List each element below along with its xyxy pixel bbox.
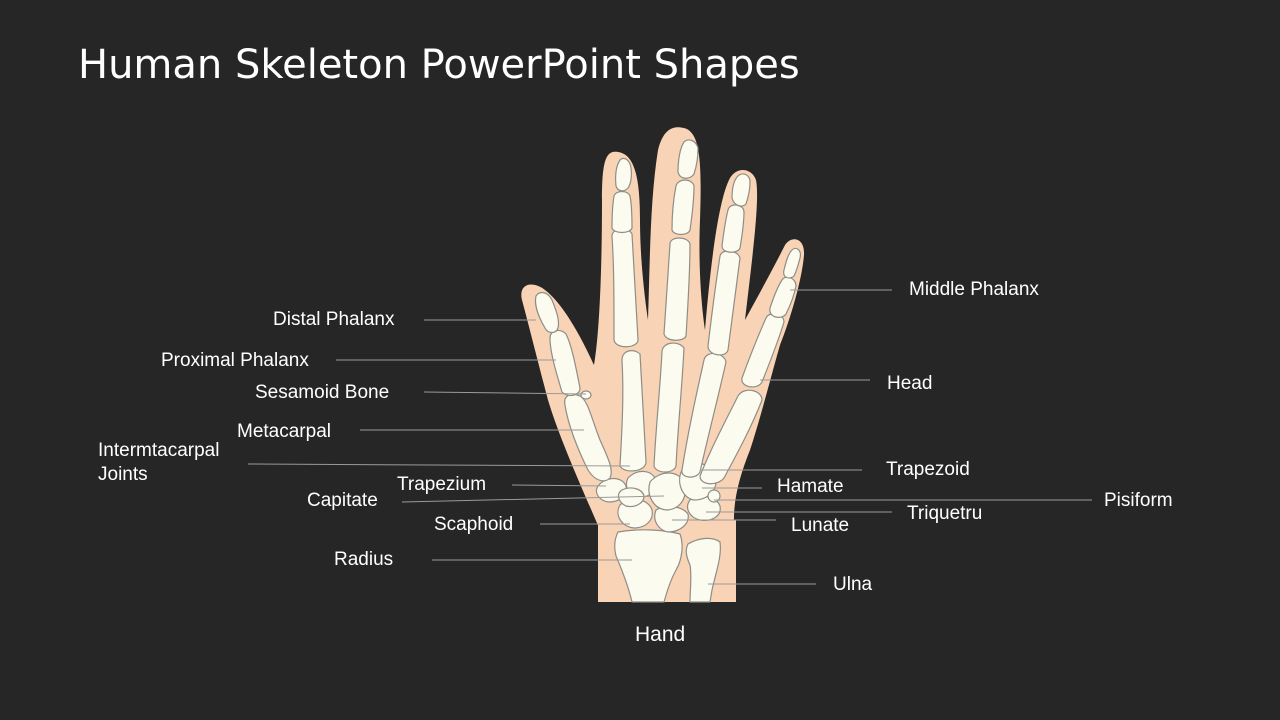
- label-intermetacarpal-line1: Intermtacarpal: [98, 440, 220, 461]
- ring-middle-phalanx: [721, 204, 745, 253]
- middle-distal-phalanx: [677, 139, 699, 179]
- label-sesamoid-bone: Sesamoid Bone: [255, 382, 390, 403]
- thumb-proximal-phalanx: [549, 329, 581, 397]
- index-distal-phalanx: [615, 157, 632, 192]
- label-ulna: Ulna: [833, 574, 873, 595]
- label-head: Head: [887, 373, 933, 394]
- label-intermetacarpal-joints: Intermtacarpal Joints: [98, 439, 219, 487]
- label-distal-phalanx: Distal Phalanx: [273, 309, 395, 330]
- index-middle-phalanx: [611, 190, 633, 234]
- leader-intermetacarpal: [247, 463, 631, 467]
- little-distal-phalanx: [783, 247, 801, 279]
- middle-middle-phalanx: [671, 179, 695, 236]
- index-proximal-phalanx: [611, 228, 639, 348]
- ring-proximal-phalanx: [707, 250, 741, 356]
- leader-lines: [247, 289, 1092, 585]
- label-trapezoid: Trapezoid: [886, 459, 970, 480]
- little-proximal-phalanx: [741, 313, 785, 388]
- capitate-bone: [648, 472, 686, 511]
- ulna-bone: [685, 537, 721, 603]
- label-trapezium: Trapezium: [397, 474, 487, 495]
- middle-metacarpal: [653, 342, 685, 473]
- little-metacarpal: [699, 389, 763, 485]
- label-scaphoid: Scaphoid: [434, 514, 514, 535]
- leader-trapezium: [511, 484, 607, 487]
- label-hamate: Hamate: [777, 476, 844, 497]
- label-middle-phalanx: Middle Phalanx: [909, 279, 1039, 300]
- middle-proximal-phalanx: [663, 237, 691, 341]
- leader-sesamoid-bone: [423, 391, 587, 395]
- sesamoid-bone: [580, 390, 592, 400]
- label-intermetacarpal-line2: Joints: [98, 464, 148, 485]
- thumb-metacarpal: [564, 393, 612, 482]
- label-triquetru: Triquetru: [907, 503, 983, 524]
- hand-bones: [534, 139, 801, 603]
- index-metacarpal: [619, 350, 647, 472]
- leader-capitate: [401, 495, 665, 503]
- label-lunate: Lunate: [791, 515, 850, 536]
- label-proximal-phalanx: Proximal Phalanx: [161, 350, 309, 371]
- little-middle-phalanx: [769, 276, 797, 318]
- label-metacarpal: Metacarpal: [237, 421, 331, 442]
- label-pisiform: Pisiform: [1104, 490, 1173, 511]
- label-capitate: Capitate: [307, 490, 378, 511]
- ring-metacarpal: [681, 352, 727, 478]
- radius-bone: [614, 529, 683, 603]
- thumb-distal-phalanx: [534, 291, 560, 334]
- label-radius: Radius: [334, 549, 394, 570]
- pisiform-bone: [707, 489, 721, 503]
- ring-distal-phalanx: [731, 173, 751, 207]
- figure-caption: Hand: [635, 623, 686, 646]
- slide-title: Human Skeleton PowerPoint Shapes: [78, 42, 800, 88]
